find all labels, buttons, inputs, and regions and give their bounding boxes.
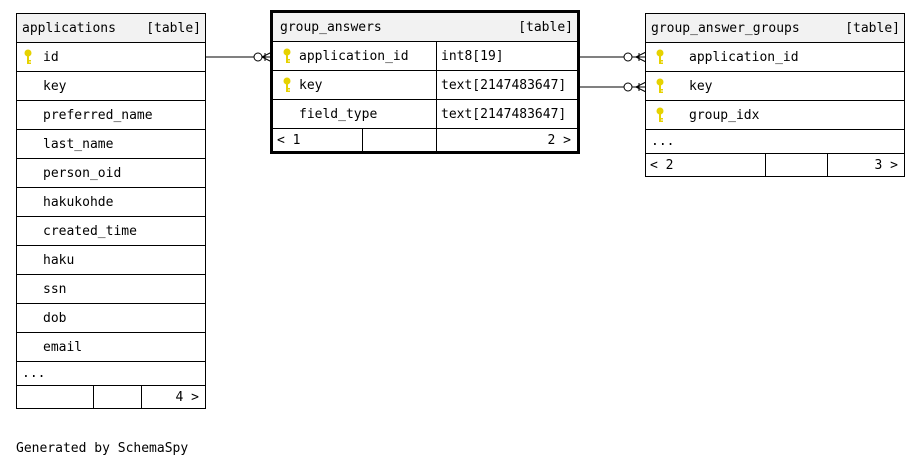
column-name: created_time [43, 223, 137, 239]
table-header: group_answer_groups [table] [646, 14, 904, 43]
column-row[interactable]: preferred_name [17, 101, 205, 130]
column-name: hakukohde [43, 194, 114, 210]
column-name: last_name [43, 136, 114, 152]
column-row[interactable]: hakukohde [17, 188, 205, 217]
parent-count-link[interactable]: < 2 [646, 154, 766, 176]
table-footer: < 2 3 > [646, 154, 904, 176]
column-name: dob [43, 310, 67, 326]
column-name: person_oid [43, 165, 122, 181]
key-icon [283, 48, 291, 63]
generated-by-label: Generated by SchemaSpy [16, 441, 189, 456]
column-row[interactable]: id [17, 43, 205, 72]
table-footer: 4 > [17, 386, 205, 408]
footer-left-cell [17, 386, 94, 408]
column-type: text[2147483647] [441, 106, 567, 122]
column-row[interactable]: created_time [17, 217, 205, 246]
column-row[interactable]: email [17, 333, 205, 362]
child-count-link[interactable]: 2 > [547, 132, 571, 148]
more-columns[interactable]: ... [17, 362, 205, 386]
column-row[interactable]: group_idx [646, 101, 904, 130]
child-count-link[interactable]: 3 > [874, 157, 898, 173]
column-row[interactable]: haku [17, 246, 205, 275]
column-name: id [43, 49, 59, 65]
column-row[interactable]: application_id [646, 43, 904, 72]
column-name: preferred_name [43, 107, 153, 123]
key-icon [656, 107, 664, 122]
column-row[interactable]: dob [17, 304, 205, 333]
table-applications[interactable]: applications [table] id key preferred_na… [16, 13, 206, 409]
column-name: key [43, 78, 67, 94]
table-name: group_answers [280, 19, 382, 35]
column-row[interactable]: key [17, 72, 205, 101]
table-group-answer-groups[interactable]: group_answer_groups [table] application_… [645, 13, 905, 177]
table-kind: [table] [518, 19, 573, 35]
table-name: applications [22, 20, 116, 36]
footer-mid-cell [363, 129, 437, 151]
table-kind: [table] [146, 20, 201, 36]
column-name: application_id [689, 49, 799, 65]
column-name: email [43, 339, 83, 355]
column-name: field_type [273, 100, 437, 128]
key-icon [656, 49, 664, 64]
table-kind: [table] [845, 20, 900, 36]
column-type: int8[19] [441, 48, 504, 64]
column-row[interactable]: field_type text[2147483647] [273, 100, 577, 129]
key-icon [24, 49, 32, 64]
key-icon [283, 77, 291, 92]
table-header: applications [table] [17, 14, 205, 43]
column-row[interactable]: ssn [17, 275, 205, 304]
column-name: application_id [273, 42, 437, 70]
column-name: key [273, 71, 437, 99]
key-icon [656, 78, 664, 93]
column-name: group_idx [689, 107, 760, 123]
column-row[interactable]: key [646, 72, 904, 101]
column-name: haku [43, 252, 75, 268]
column-row[interactable]: application_id int8[19] [273, 42, 577, 71]
child-count-link[interactable]: 4 > [175, 389, 199, 405]
table-footer: < 1 2 > [273, 129, 577, 151]
column-type: text[2147483647] [441, 77, 567, 93]
footer-mid-cell [94, 386, 142, 408]
column-row[interactable]: person_oid [17, 159, 205, 188]
footer-mid-cell [766, 154, 828, 176]
table-name: group_answer_groups [651, 20, 800, 36]
column-row[interactable]: last_name [17, 130, 205, 159]
table-header: group_answers [table] [273, 13, 577, 42]
parent-count-link[interactable]: < 1 [273, 129, 363, 151]
column-name: key [689, 78, 713, 94]
column-row[interactable]: key text[2147483647] [273, 71, 577, 100]
table-group-answers[interactable]: group_answers [table] application_id int… [270, 10, 580, 154]
more-columns[interactable]: ... [646, 130, 904, 154]
column-name: ssn [43, 281, 67, 297]
